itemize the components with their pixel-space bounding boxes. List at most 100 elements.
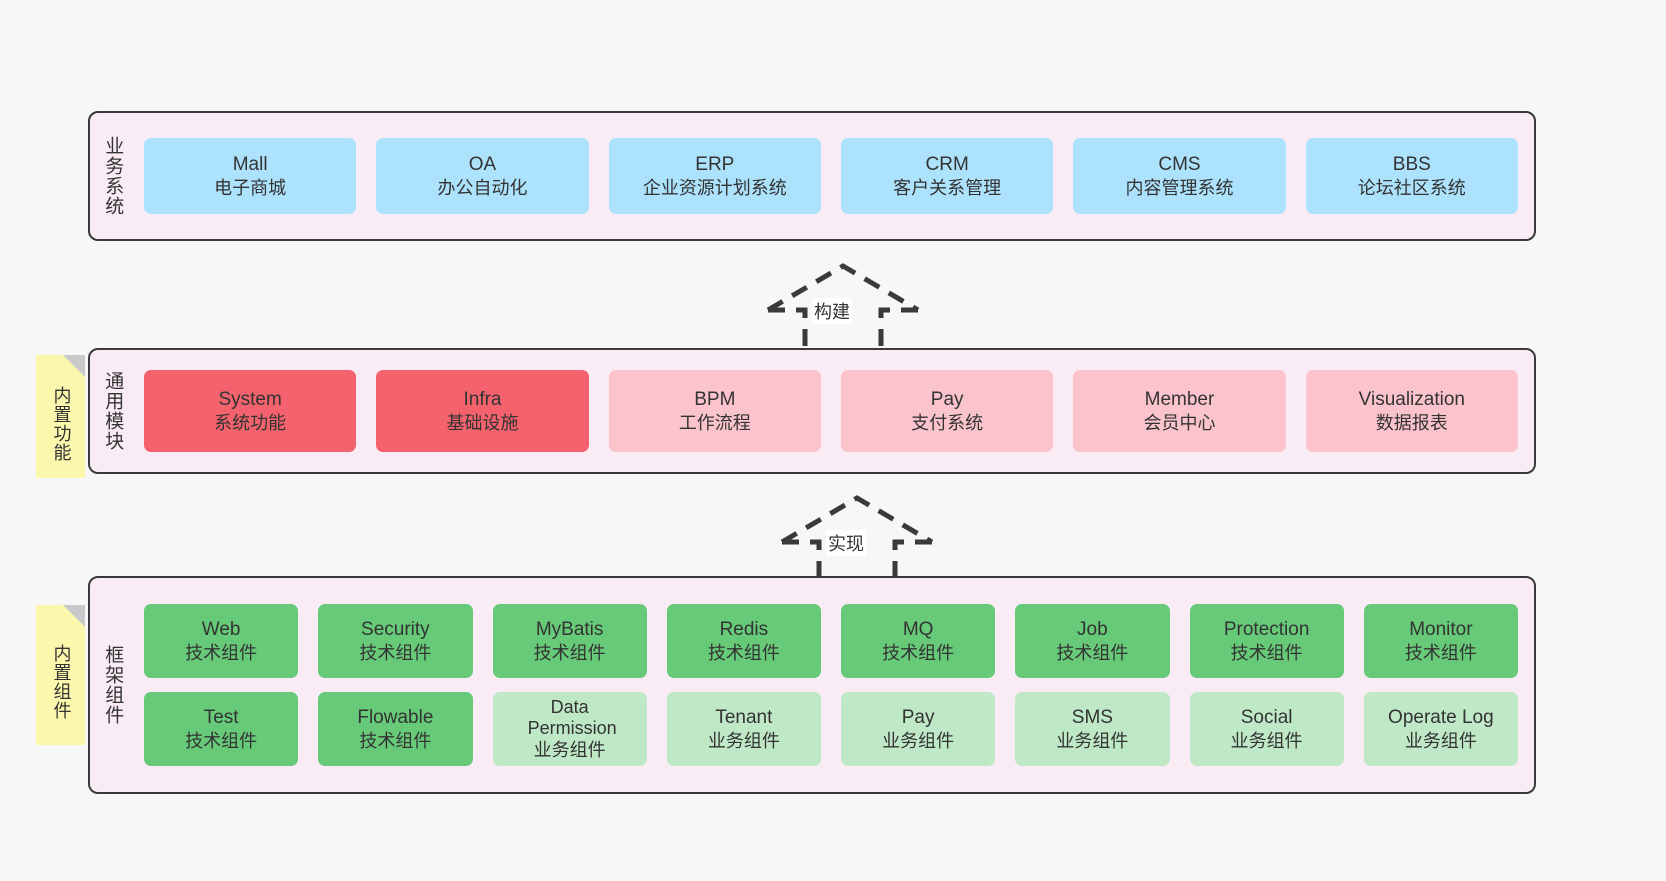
node-title: Security: [361, 618, 430, 640]
node-subtitle: 技术组件: [707, 642, 780, 663]
framework-service-row: Test 技术组件 Flowable 技术组件 Data Permission …: [144, 692, 1518, 766]
sticky-note-label: 内置功能: [51, 385, 72, 462]
node-subtitle: 基础设施: [446, 412, 519, 433]
node-title: CMS: [1158, 153, 1201, 175]
node-tenant[interactable]: Tenant 业务组件: [666, 692, 821, 766]
node-subtitle: 企业资源计划系统: [642, 177, 787, 198]
connector-implement-label: 实现: [826, 530, 866, 556]
node-social[interactable]: Social 业务组件: [1189, 692, 1344, 766]
node-subtitle: 支付系统: [911, 412, 984, 433]
layer-body-business-system: Mall 电子商城 OA 办公自动化 ERP 企业资源计划系统 CRM 客户关系…: [134, 113, 1534, 239]
node-bpm[interactable]: BPM 工作流程: [608, 370, 821, 452]
node-title: SMS: [1071, 706, 1113, 728]
node-subtitle: 会员中心: [1143, 412, 1216, 433]
node-title: Mall: [232, 153, 268, 175]
business-node-row: Mall 电子商城 OA 办公自动化 ERP 企业资源计划系统 CRM 客户关系…: [144, 138, 1518, 214]
layer-title-framework-component: 框架组件: [102, 645, 124, 725]
layer-business-system: 业务系统 Mall 电子商城 OA 办公自动化 ERP 企业资源计划系统 CRM…: [88, 111, 1536, 241]
node-title: MyBatis: [535, 618, 604, 640]
node-title: Pay: [930, 388, 964, 410]
node-web[interactable]: Web 技术组件: [144, 604, 299, 678]
node-subtitle: 客户关系管理: [893, 177, 1002, 198]
layer-body-framework-component: Web 技术组件 Security 技术组件 MyBatis 技术组件 Redi…: [134, 578, 1534, 792]
node-title: OA: [468, 153, 497, 175]
node-system[interactable]: System 系统功能: [144, 370, 357, 452]
node-title: Job: [1077, 618, 1108, 640]
node-redis[interactable]: Redis 技术组件: [666, 604, 821, 678]
layer-title-business-system: 业务系统: [102, 136, 124, 216]
node-infra[interactable]: Infra 基础设施: [376, 370, 589, 452]
node-subtitle: 系统功能: [214, 412, 287, 433]
node-subtitle: 技术组件: [533, 642, 606, 663]
node-data-permission[interactable]: Data Permission 业务组件: [492, 692, 647, 766]
node-title: BBS: [1392, 153, 1431, 175]
node-title: ERP: [695, 153, 735, 175]
node-title: Protection: [1223, 618, 1310, 640]
node-title: Tenant: [715, 706, 773, 728]
node-subtitle: 业务组件: [882, 730, 955, 751]
node-subtitle: 技术组件: [185, 642, 258, 663]
layer-title-common-module: 通用模块: [102, 371, 124, 451]
node-subtitle: 技术组件: [359, 730, 432, 751]
node-visualization[interactable]: Visualization 数据报表: [1305, 370, 1518, 452]
connector-build-arrow: 构建: [758, 258, 928, 354]
node-subtitle: 业务组件: [707, 730, 780, 751]
node-title: Monitor: [1409, 618, 1473, 640]
sticky-fold-corner-icon: [63, 355, 85, 377]
node-title: System: [218, 388, 282, 410]
node-title: Web: [201, 618, 241, 640]
sticky-note-builtin-components: 内置组件: [36, 605, 85, 745]
node-cms[interactable]: CMS 内容管理系统: [1073, 138, 1286, 214]
sticky-note-builtin-features: 内置功能: [36, 355, 85, 478]
layer-framework-component: 框架组件 Web 技术组件 Security 技术组件 MyBatis 技术组件…: [88, 576, 1536, 794]
node-subtitle: 技术组件: [1056, 642, 1129, 663]
node-title: Pay: [901, 706, 935, 728]
node-security[interactable]: Security 技术组件: [318, 604, 473, 678]
node-subtitle: 电子商城: [214, 177, 287, 198]
node-title: Infra: [463, 388, 502, 410]
node-title: Redis: [719, 618, 769, 640]
node-subtitle: 业务组件: [1230, 730, 1303, 751]
node-title: Social: [1240, 706, 1293, 728]
layer-body-common-module: System 系统功能 Infra 基础设施 BPM 工作流程 Pay 支付系统…: [134, 350, 1534, 472]
node-title: Flowable: [357, 706, 434, 728]
node-subtitle: 业务组件: [1404, 730, 1477, 751]
node-protection[interactable]: Protection 技术组件: [1189, 604, 1344, 678]
node-pay-component[interactable]: Pay 业务组件: [841, 692, 996, 766]
node-operate-log[interactable]: Operate Log 业务组件: [1363, 692, 1518, 766]
node-crm[interactable]: CRM 客户关系管理: [840, 138, 1054, 214]
node-title: Member: [1144, 388, 1215, 410]
node-erp[interactable]: ERP 企业资源计划系统: [608, 138, 821, 214]
common-module-node-row: System 系统功能 Infra 基础设施 BPM 工作流程 Pay 支付系统…: [144, 370, 1518, 452]
node-bbs[interactable]: BBS 论坛社区系统: [1305, 138, 1518, 214]
node-title: Visualization: [1358, 388, 1465, 410]
sticky-note-label: 内置组件: [51, 644, 72, 720]
node-subtitle: 业务组件: [533, 739, 606, 760]
node-title: Data Permission: [527, 697, 617, 739]
node-title: Operate Log: [1388, 706, 1494, 728]
node-member[interactable]: Member 会员中心: [1073, 370, 1286, 452]
node-job[interactable]: Job 技术组件: [1015, 604, 1170, 678]
node-subtitle: 技术组件: [185, 730, 258, 751]
node-subtitle: 技术组件: [359, 642, 432, 663]
node-title: MQ: [902, 618, 934, 640]
node-mq[interactable]: MQ 技术组件: [841, 604, 996, 678]
node-mall[interactable]: Mall 电子商城: [144, 138, 357, 214]
connector-implement-arrow: 实现: [772, 490, 942, 586]
node-pay-module[interactable]: Pay 支付系统: [840, 370, 1054, 452]
node-mybatis[interactable]: MyBatis 技术组件: [492, 604, 647, 678]
node-flowable[interactable]: Flowable 技术组件: [318, 692, 473, 766]
node-monitor[interactable]: Monitor 技术组件: [1363, 604, 1518, 678]
node-title: CRM: [925, 153, 969, 175]
node-test[interactable]: Test 技术组件: [144, 692, 299, 766]
node-oa[interactable]: OA 办公自动化: [376, 138, 589, 214]
node-subtitle: 办公自动化: [437, 177, 528, 198]
node-subtitle: 技术组件: [1404, 642, 1477, 663]
framework-tech-row: Web 技术组件 Security 技术组件 MyBatis 技术组件 Redi…: [144, 604, 1518, 678]
layer-common-module: 通用模块 System 系统功能 Infra 基础设施 BPM 工作流程 Pay…: [88, 348, 1536, 474]
node-title: Test: [203, 706, 239, 728]
node-sms[interactable]: SMS 业务组件: [1015, 692, 1170, 766]
node-title: BPM: [694, 388, 736, 410]
sticky-fold-corner-icon: [63, 605, 85, 627]
